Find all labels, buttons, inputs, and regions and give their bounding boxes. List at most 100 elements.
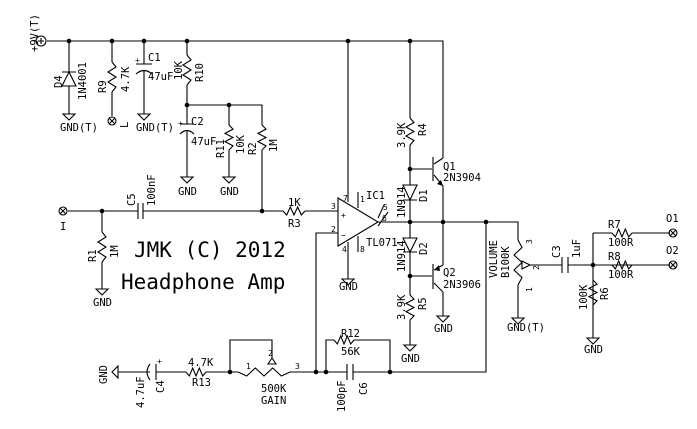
gnd-label: GND — [93, 297, 112, 309]
d4-value: 1N4001 — [77, 62, 89, 100]
transistors — [432, 157, 444, 293]
r2-ref: R2 — [247, 142, 259, 155]
resistor-r8 — [611, 259, 633, 271]
gnd-label: GND — [98, 365, 110, 384]
polarity-plus: + — [178, 119, 183, 128]
r3-ref: R3 — [288, 218, 301, 230]
r13-value: 4.7K — [188, 357, 214, 369]
volume-value: B100K — [500, 246, 512, 278]
terminal-o2-label: O2 — [666, 245, 679, 257]
pin-label: 2 — [532, 265, 541, 270]
gnd-t-label: GND(T) — [507, 322, 545, 334]
c2-ref: C2 — [191, 116, 204, 128]
r12-value: 56K — [341, 346, 361, 358]
gnd-t-label: GND(T) — [136, 122, 174, 134]
r3-value: 1K — [288, 197, 301, 209]
input-minus: − — [341, 231, 346, 240]
resistor-r5 — [404, 294, 416, 321]
diodes — [61, 70, 418, 254]
resistor-r9 — [106, 61, 118, 93]
c6-ref: C6 — [358, 382, 370, 395]
gnd-label: GND — [178, 186, 197, 198]
pot-gain — [237, 367, 291, 377]
resistor-r7 — [611, 227, 633, 239]
r9-value: 4.7K — [120, 66, 132, 92]
d4-ref: D4 — [53, 75, 65, 88]
resistor-r2 — [256, 124, 268, 151]
labels: +9V(T) D4 1N4001 R9 4.7K L GND(T) GND(T)… — [29, 14, 679, 412]
terminals — [35, 35, 678, 270]
pin-label: 3 — [331, 202, 336, 211]
pin-label: 6 — [382, 214, 387, 223]
ground-symbols — [61, 113, 601, 380]
r5-ref: R5 — [417, 297, 429, 310]
gnd-label: GND — [584, 344, 603, 356]
r12-ref: R12 — [341, 328, 360, 340]
opamp-ic1 — [337, 192, 380, 252]
polarity-plus: + — [135, 56, 140, 65]
d2-value: 1N914 — [396, 240, 408, 272]
r6-ref: R6 — [599, 287, 611, 300]
q2-value: 2N3906 — [443, 279, 481, 291]
gain-value: 500K — [261, 383, 287, 395]
d2-ref: D2 — [418, 242, 430, 255]
c1-ref: C1 — [148, 52, 161, 64]
c1-value: 47uF — [148, 71, 173, 83]
c3-ref: C3 — [551, 245, 563, 258]
r5-value: 3.9K — [396, 294, 408, 320]
pin-label: 4 — [342, 245, 347, 254]
gnd-label: GND — [401, 353, 420, 365]
resistor-r6 — [587, 279, 599, 306]
c2-value: 47uF — [191, 136, 216, 148]
r2-value: 1M — [268, 139, 280, 152]
terminal-o1-label: O1 — [666, 213, 679, 225]
resistor-r13 — [185, 366, 207, 378]
wires — [47, 40, 670, 373]
r8-ref: R8 — [608, 251, 621, 263]
resistor-r3 — [282, 205, 306, 217]
gnd-label: GND — [220, 186, 239, 198]
terminal-l-label: L — [119, 122, 131, 128]
resistor-r10 — [181, 54, 193, 86]
gnd-t-label: GND(T) — [60, 122, 98, 134]
r1-value: 1M — [109, 245, 121, 258]
c5-value: 100nF — [146, 174, 158, 206]
c4-value: 4.7uF — [135, 376, 147, 408]
terminal-i-label: I — [60, 221, 66, 233]
resistor-r12 — [333, 334, 355, 346]
pin-label: 1 — [360, 195, 365, 204]
gnd-label: GND — [339, 281, 358, 293]
r1-ref: R1 — [87, 249, 99, 262]
r11-value: 10K — [235, 134, 247, 154]
ic1-value: TL071 — [366, 237, 398, 249]
pin-label: 7 — [343, 194, 348, 203]
title-line2: Headphone Amp — [121, 270, 285, 294]
pot-volume — [513, 239, 523, 286]
pin-label: 3 — [295, 362, 300, 371]
r7-ref: R7 — [608, 219, 621, 231]
ic1-ref: IC1 — [366, 190, 385, 202]
gnd-label: GND — [434, 323, 453, 335]
junctions — [66, 38, 596, 375]
supply-label: +9V(T) — [29, 14, 41, 52]
resistor-r4 — [404, 117, 416, 146]
q2-ref: Q2 — [443, 267, 456, 279]
r10-value: 10K — [173, 60, 185, 80]
terminal-L — [107, 116, 117, 126]
pin-label: 5 — [383, 203, 388, 212]
r8-value: 100R — [608, 269, 634, 281]
r10-ref: R10 — [194, 63, 206, 82]
capacitors — [135, 63, 569, 381]
volume-ref: VOLUME — [488, 240, 500, 278]
c3-value: 1uF — [571, 239, 583, 258]
r4-value: 3.9K — [396, 122, 408, 148]
resistor-r1 — [96, 231, 108, 263]
r6-value: 100K — [578, 284, 590, 310]
terminal-O1 — [668, 228, 678, 238]
pin-label: 8 — [360, 245, 365, 254]
pin-label: 2 — [268, 349, 273, 358]
resistors — [96, 54, 633, 378]
polarity-plus: + — [157, 357, 162, 366]
r4-ref: R4 — [417, 123, 429, 136]
c4-ref: C4 — [155, 380, 167, 393]
